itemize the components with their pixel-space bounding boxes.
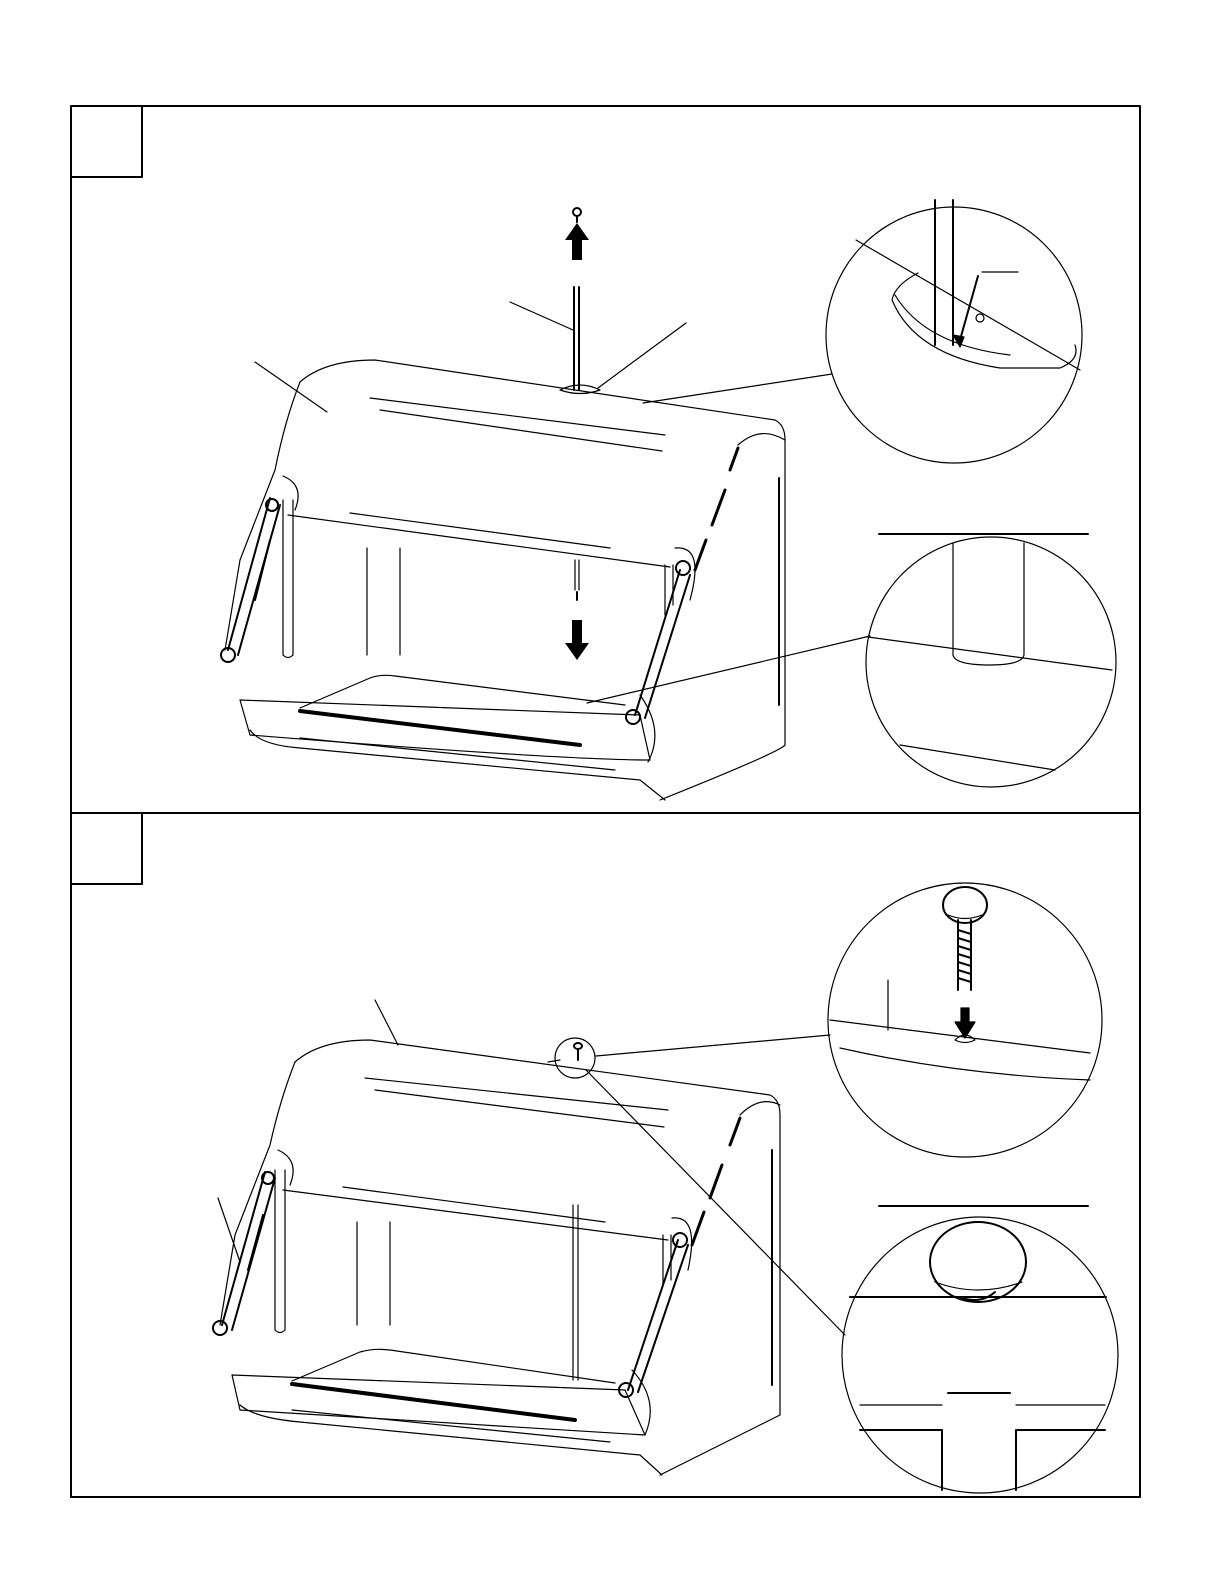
pin-icon <box>574 1043 582 1060</box>
hopper-illustration-2 <box>213 1038 780 1475</box>
step-1-panel <box>71 106 1140 813</box>
bolt-into-hole-detail <box>828 883 1102 1157</box>
bolt-icon <box>943 887 987 990</box>
step-2-number-box <box>71 813 142 884</box>
bolt-head-seated-detail <box>842 1206 1118 1493</box>
rod-in-slot-detail <box>826 200 1082 463</box>
rod-seated-on-frame-detail <box>866 534 1116 787</box>
hopper-illustration-1 <box>221 287 785 800</box>
step-1-number-box <box>71 106 142 177</box>
down-arrow-icon <box>565 620 589 660</box>
up-arrow-icon <box>565 208 589 260</box>
